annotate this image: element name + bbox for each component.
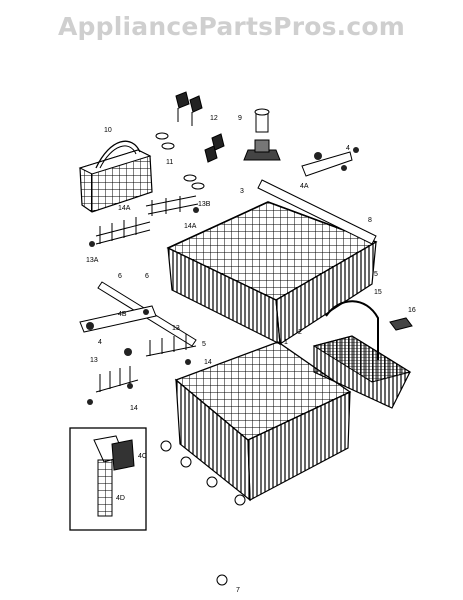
inset-detail — [69, 427, 147, 531]
label-part-8: 8 — [368, 217, 372, 224]
part-13a-tines — [89, 217, 151, 247]
label-part-1: 1 — [284, 339, 288, 346]
part-11-clips — [155, 132, 205, 190]
label-part-14a-2: 14A — [184, 223, 197, 230]
label-part-4a: 4A — [300, 183, 309, 190]
label-part-6b: 6 — [118, 273, 122, 280]
label-part-14a-1: 14A — [118, 205, 131, 212]
label-part-13b: 13B — [198, 201, 211, 208]
label-part-16: 16 — [408, 307, 416, 314]
label-part-3: 3 — [240, 188, 244, 195]
label-part-4b-screw: 4 — [98, 339, 102, 346]
label-part-13-lower: 13 — [90, 357, 98, 364]
part-labels: 10 11 12 9 4 4A 3 13B 14A 14A 13A 8 5 6 … — [86, 115, 416, 594]
part-13b-tines — [145, 195, 199, 216]
label-part-13: 13 — [172, 325, 180, 332]
part-10-basket — [78, 140, 153, 213]
part-2-basket — [312, 335, 412, 409]
label-part-13a: 13A — [86, 257, 99, 264]
label-part-11: 11 — [166, 159, 173, 166]
label-part-10: 10 — [104, 127, 112, 134]
part-4b-bracket — [79, 305, 157, 356]
label-part-4: 4 — [346, 145, 350, 152]
label-part-12: 12 — [210, 115, 218, 122]
label-part-4b: 4B — [118, 311, 127, 318]
label-part-5a: 5 — [374, 271, 378, 278]
label-part-15: 15 — [374, 289, 382, 296]
label-part-5b: 5 — [202, 341, 206, 348]
label-part-4d: 4D — [116, 495, 125, 502]
label-part-2: 2 — [298, 329, 302, 336]
part-1-lower-rack — [160, 341, 352, 586]
label-part-7: 7 — [236, 587, 240, 594]
label-part-14-1: 14 — [204, 359, 212, 366]
part-13-lower-tines — [87, 334, 197, 405]
part-9-hub — [243, 108, 281, 161]
part-4a-bracket — [301, 147, 359, 177]
part-15-handle — [325, 300, 379, 360]
label-part-4c: 4C — [138, 453, 147, 460]
label-part-14-2: 14 — [130, 405, 138, 412]
label-part-9: 9 — [238, 115, 242, 122]
part-16-clip — [389, 317, 413, 331]
part-8-rail — [257, 179, 377, 245]
label-part-6a: 6 — [145, 273, 149, 280]
part-12-clips — [175, 91, 225, 163]
watermark: AppliancePartsPros.com — [57, 12, 406, 41]
